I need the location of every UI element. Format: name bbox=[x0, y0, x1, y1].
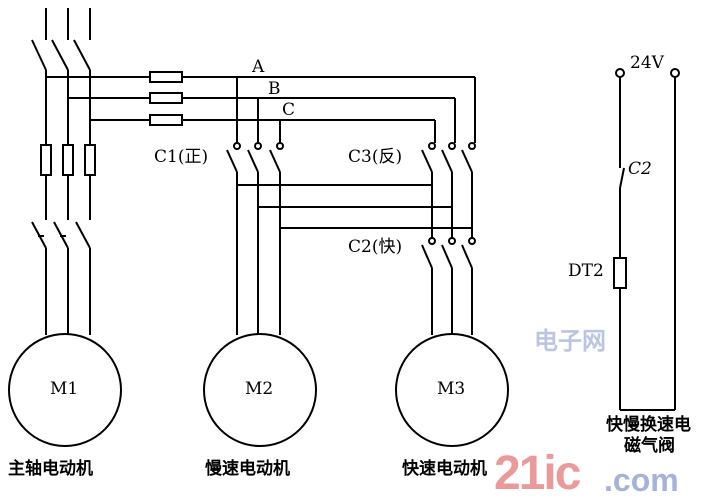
control-circuit bbox=[613, 68, 680, 411]
motor-m2-caption: 慢速电动机 bbox=[205, 459, 290, 479]
contactor-c3-label: C3(反) bbox=[348, 147, 403, 167]
contactor-c3 bbox=[421, 77, 476, 238]
watermark-21ic: 21ic bbox=[494, 447, 581, 499]
watermark-cn: 电子网 bbox=[534, 328, 606, 355]
phase-label-b: B bbox=[268, 79, 281, 99]
motor-m3-label: M3 bbox=[437, 379, 466, 399]
motor-m3-caption: 快速电动机 bbox=[402, 459, 487, 479]
coil-dt2-label: DT2 bbox=[568, 261, 604, 281]
contactor-c2 bbox=[421, 237, 476, 335]
valve-caption-line2: 磁气阀 bbox=[624, 436, 675, 456]
motor-m1-circle bbox=[8, 333, 122, 447]
main-fuses bbox=[40, 144, 96, 176]
motor-m1-caption: 主轴电动机 bbox=[8, 459, 93, 479]
motor-m2-circle bbox=[203, 333, 317, 447]
watermark-com: .com bbox=[604, 462, 679, 498]
contactor-c1 bbox=[226, 77, 284, 335]
motor-m2-label: M2 bbox=[245, 379, 274, 399]
main-switch bbox=[31, 8, 91, 71]
valve-caption-line1: 快慢换速电 bbox=[606, 415, 691, 435]
motor-m1-label: M1 bbox=[50, 379, 79, 399]
contactor-c2-label: C2(快) bbox=[348, 237, 403, 257]
motor-m3-circle bbox=[395, 333, 509, 447]
supply-voltage-label: 24V bbox=[630, 53, 664, 73]
contactor-c1-label: C1(正) bbox=[154, 147, 209, 167]
contact-c2-label: C2 bbox=[628, 159, 652, 179]
line-fuses bbox=[149, 71, 183, 126]
spindle-switch bbox=[31, 221, 91, 335]
phase-label-a: A bbox=[252, 57, 265, 77]
phase-label-c: C bbox=[282, 100, 296, 120]
